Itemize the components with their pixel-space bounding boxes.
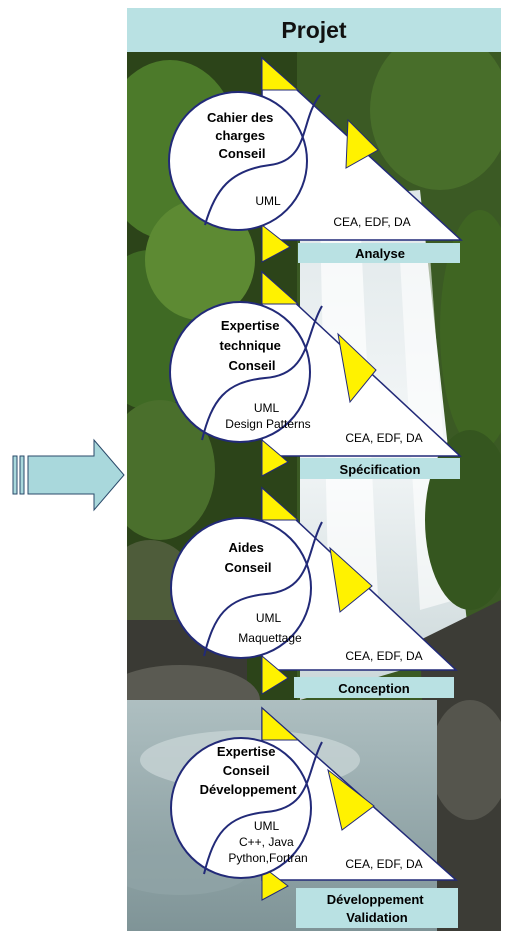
stage-phase-label: Développement Validation	[327, 892, 427, 925]
stage-tools-text: UML Maquettage	[238, 611, 302, 645]
stage-triangle-highlight	[261, 706, 375, 901]
stage-tools-text: UML	[255, 194, 281, 208]
stage-circle	[170, 517, 312, 659]
stage-phase-label: Spécification	[340, 462, 421, 477]
stage-circle	[168, 91, 308, 231]
stage-circle-text: Expertise technique Conseil	[219, 318, 284, 373]
stage-s-curve	[204, 94, 321, 226]
stage-developpement: Expertise Conseil Développement UML C++,…	[170, 706, 458, 928]
entry-arrow	[12, 438, 125, 512]
stage-circle-text: Expertise Conseil Développement	[200, 744, 297, 797]
stage-circle-text: Cahier des charges Conseil	[207, 110, 277, 161]
stage-phase-box	[300, 458, 460, 479]
stage-specification: Expertise technique Conseil UML Design P…	[169, 270, 462, 479]
stage-circle	[169, 301, 311, 443]
stage-phase-box	[298, 243, 460, 263]
stage-circle	[170, 737, 312, 879]
stage-s-curve	[201, 305, 323, 441]
stage-partners-text: CEA, EDF, DA	[345, 431, 422, 445]
stage-circle-text: Aides Conseil	[225, 540, 272, 575]
stage-triangle-highlight	[261, 56, 379, 263]
stage-phase-box	[294, 677, 454, 698]
stage-triangle-highlight	[261, 486, 373, 695]
stage-triangle-highlight	[261, 270, 377, 477]
stage-analyse: Cahier des charges Conseil UML CEA, EDF,…	[168, 56, 463, 263]
stage-phase-box	[296, 888, 458, 928]
stage-phase-label: Analyse	[355, 246, 405, 261]
stage-partners-text: CEA, EDF, DA	[345, 649, 422, 663]
stage-s-curve	[203, 741, 323, 875]
stage-s-curve	[203, 521, 323, 657]
stage-partners-text: CEA, EDF, DA	[333, 215, 410, 229]
stage-tools-text: UML C++, Java Python,Fortran	[228, 819, 307, 865]
stage-conception: Aides Conseil UML Maquettage CEA, EDF, D…	[170, 486, 458, 698]
title-banner: Projet	[127, 8, 501, 52]
stage-tools-text: UML Design Patterns	[225, 401, 310, 431]
stage-partners-text: CEA, EDF, DA	[345, 857, 422, 871]
page-title: Projet	[281, 17, 347, 43]
stage-phase-label: Conception	[338, 681, 410, 696]
